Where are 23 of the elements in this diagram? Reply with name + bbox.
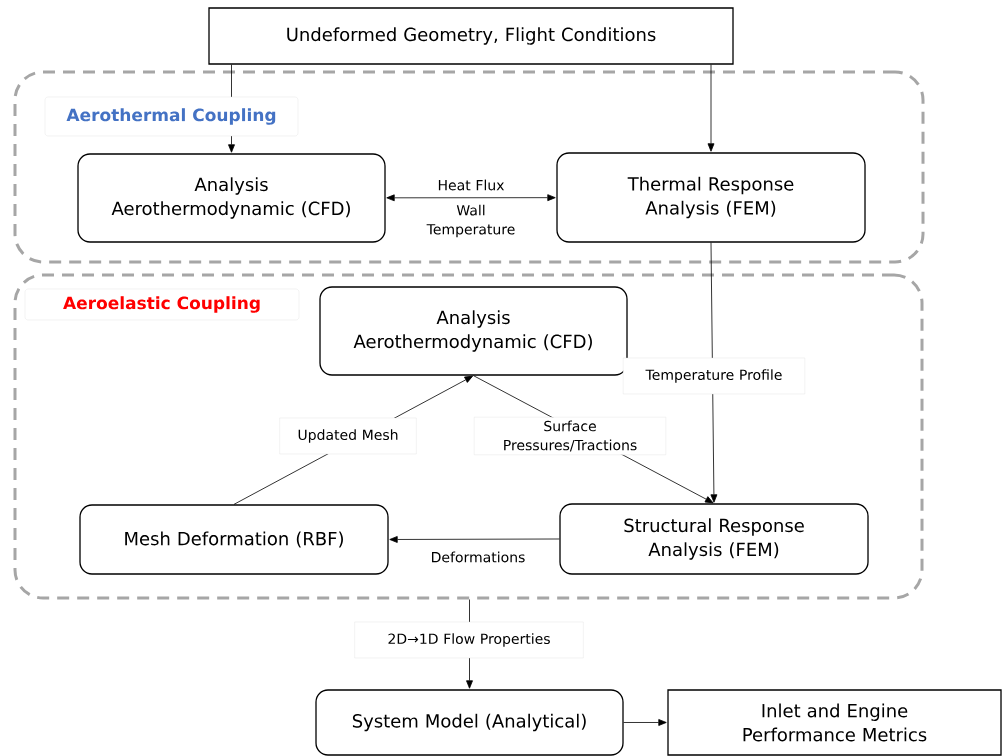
coupling-frame xyxy=(13,70,925,264)
process-box: Mesh Deformation (RBF) xyxy=(79,504,389,575)
process-box: Analysis Aerothermodynamic (CFD) xyxy=(77,153,386,243)
process-box: Structural Response Analysis (FEM) xyxy=(559,503,869,575)
coupling-frame xyxy=(13,273,924,600)
process-box: Analysis Aerothermodynamic (CFD) xyxy=(319,286,628,376)
coupling-heading: Aerothermal Coupling xyxy=(44,96,299,137)
arrow xyxy=(386,194,556,202)
edge-label: Temperature Profile xyxy=(645,369,782,383)
process-box: Inlet and Engine Performance Metrics xyxy=(667,689,1002,756)
edge-label: Deformations xyxy=(432,551,525,563)
coupling-heading: Aeroelastic Coupling xyxy=(24,288,300,321)
edge-label: Surface Pressures/Tractions xyxy=(504,420,637,452)
process-box: Thermal Response Analysis (FEM) xyxy=(556,152,866,243)
process-box: System Model (Analytical) xyxy=(315,689,624,756)
flow-note: Wall Temperature xyxy=(426,204,515,238)
arrow xyxy=(389,536,560,543)
process-box: Undeformed Geometry, Flight Conditions xyxy=(208,7,734,65)
edge-label: 2D→1D Flow Properties xyxy=(388,633,550,647)
arrow xyxy=(623,719,667,726)
arrow xyxy=(707,64,715,152)
edge-label: Updated Mesh xyxy=(298,429,398,443)
edge-label: Heat Flux xyxy=(438,179,505,191)
